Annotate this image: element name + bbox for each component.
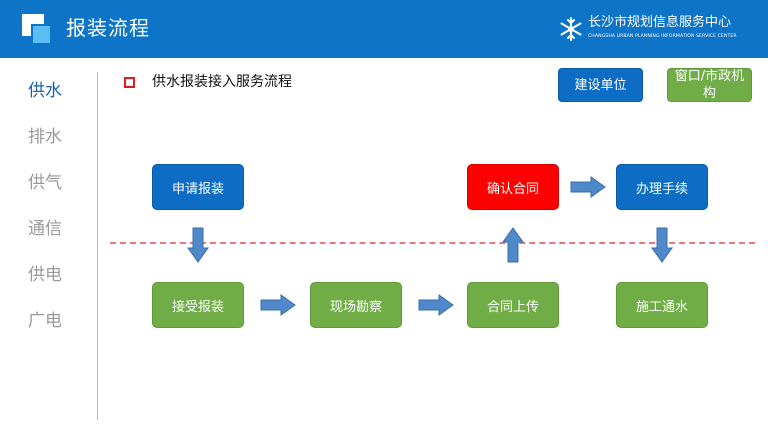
- arrow-down-icon: [187, 227, 209, 263]
- org-logo: 长沙市规划信息服务中心 CHANGSHA URBAN PLANNING INFO…: [558, 14, 748, 48]
- arrow-right-icon: [570, 176, 606, 198]
- org-subname: CHANGSHA URBAN PLANNING INFORMATION SERV…: [588, 34, 737, 39]
- snowflake-emblem-icon: [560, 17, 582, 41]
- sidebar-item-power-supply[interactable]: 供电: [28, 265, 62, 285]
- arrow-right-icon: [418, 294, 454, 316]
- sidebar-item-water-supply[interactable]: 供水: [28, 81, 62, 101]
- flow-node-confirm-contract: 确认合同: [467, 164, 559, 210]
- header-bar: 报装流程 长沙市规划信息服务中心 CHANGSHA URBAN PLANNING…: [0, 0, 768, 58]
- legend-municipal-agency: 窗口/市政机构: [667, 68, 752, 102]
- square-bullet-icon: [124, 77, 135, 88]
- flow-node-procedures: 办理手续: [616, 164, 708, 210]
- sidebar-item-drainage[interactable]: 排水: [28, 127, 62, 147]
- flow-node-contract-upload: 合同上传: [467, 282, 559, 328]
- sidebar-item-broadcast-tv[interactable]: 广电: [28, 311, 62, 331]
- flow-node-survey: 现场勘察: [310, 282, 402, 328]
- sidebar-divider: [97, 72, 98, 420]
- flow-node-apply: 申请报装: [152, 164, 244, 210]
- logo-square-icon-front: [31, 24, 52, 45]
- section-title: 供水报装接入服务流程: [152, 74, 292, 90]
- page-title: 报装流程: [66, 16, 150, 40]
- arrow-down-icon: [651, 227, 673, 263]
- flow-node-construction: 施工通水: [616, 282, 708, 328]
- responsibility-divider-line: [110, 242, 755, 244]
- sidebar-item-gas-supply[interactable]: 供气: [28, 173, 62, 193]
- arrow-right-icon: [260, 294, 296, 316]
- org-name: 长沙市规划信息服务中心: [588, 15, 732, 30]
- flow-node-accept: 接受报装: [152, 282, 244, 328]
- legend-construction-unit: 建设单位: [558, 68, 643, 102]
- sidebar-item-telecom[interactable]: 通信: [28, 219, 62, 239]
- arrow-up-icon: [502, 227, 524, 263]
